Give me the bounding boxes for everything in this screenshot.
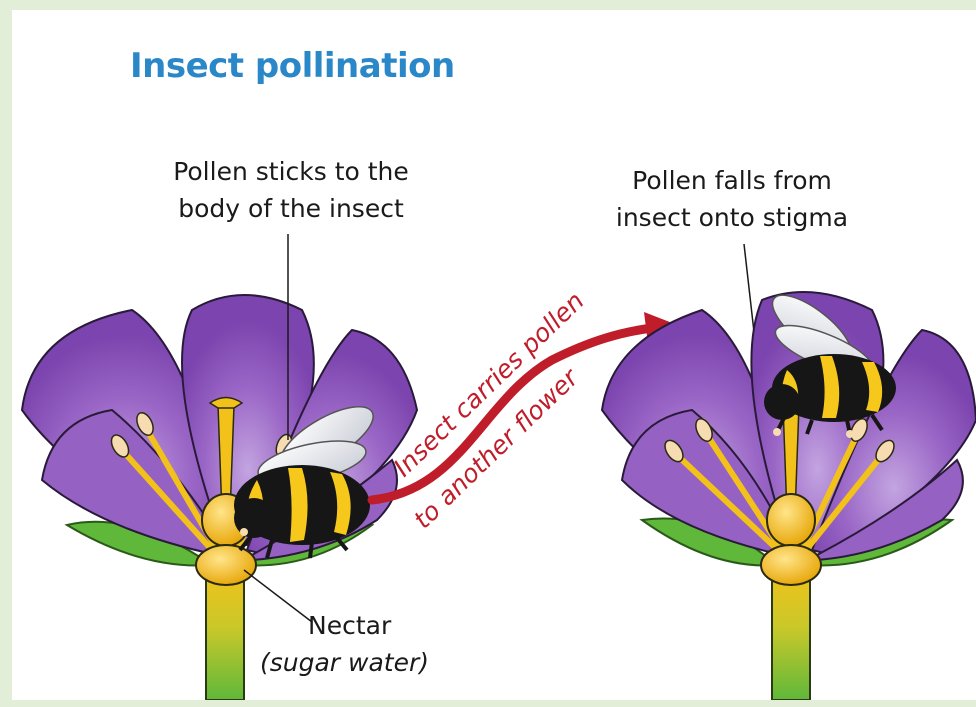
label-pollen-falls-line2: insect onto stigma (567, 199, 897, 236)
right-nectary (761, 545, 821, 585)
label-nectar-title: Nectar (308, 607, 429, 644)
label-pollen-falls-line1: Pollen falls from (567, 162, 897, 199)
right-stem (772, 570, 810, 700)
label-pollen-falls: Pollen falls from insect onto stigma (567, 162, 897, 236)
right-ovary (767, 494, 815, 546)
label-pollen-sticks-line2: body of the insect (126, 190, 456, 227)
page-title: Insect pollination (130, 46, 455, 86)
pollination-diagram: Insect carries pollen to another flower (12, 10, 976, 700)
left-nectary (196, 545, 256, 585)
label-pollen-sticks: Pollen sticks to the body of the insect (126, 153, 456, 227)
left-stem (206, 570, 244, 700)
leader-nectar (244, 570, 312, 622)
label-pollen-sticks-line1: Pollen sticks to the (126, 153, 456, 190)
diagram-frame: Insect carries pollen to another flower (12, 10, 976, 700)
label-nectar: Nectar (sugar water) (308, 607, 429, 681)
label-nectar-sub: (sugar water) (260, 644, 429, 681)
right-flower (602, 292, 976, 700)
